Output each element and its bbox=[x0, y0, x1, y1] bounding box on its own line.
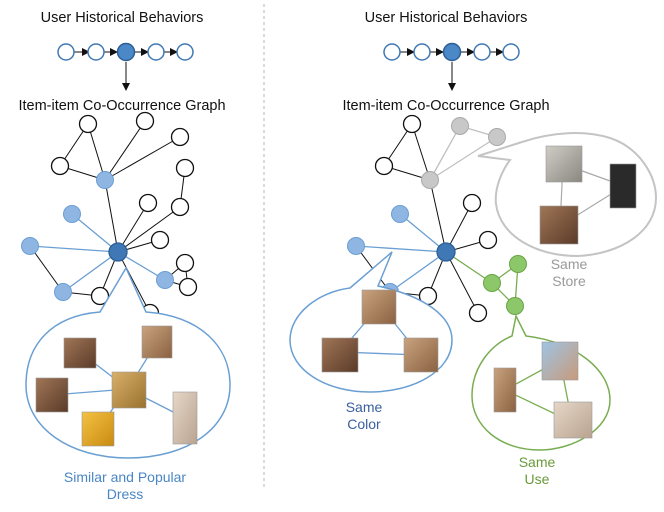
graph-node bbox=[178, 277, 198, 297]
graph-node-store bbox=[488, 128, 506, 146]
graph-node-highlight bbox=[96, 171, 114, 189]
use-item-thumbnail bbox=[553, 401, 593, 439]
behavior-node bbox=[176, 43, 194, 61]
dress-thumbnail bbox=[81, 411, 115, 447]
graph-node bbox=[135, 111, 155, 131]
behavior-node bbox=[87, 43, 105, 61]
graph-node-use bbox=[509, 255, 527, 273]
right-panel: User Historical Behaviors Item-item Co-O… bbox=[289, 10, 658, 487]
graph-node bbox=[150, 230, 170, 250]
graph-node bbox=[170, 127, 190, 147]
store-item-thumbnail bbox=[609, 163, 637, 209]
behavior-node-selected bbox=[442, 42, 462, 62]
use-label-line1: Same bbox=[519, 454, 556, 470]
graph-node bbox=[478, 230, 498, 250]
graph-node bbox=[175, 253, 195, 273]
dress-thumbnail bbox=[141, 325, 173, 359]
graph-node-color bbox=[347, 237, 365, 255]
left-behavior-sequence bbox=[57, 42, 194, 91]
graph-node-center bbox=[108, 242, 128, 262]
graph-node bbox=[402, 114, 422, 134]
behavior-node-selected bbox=[116, 42, 136, 62]
color-item-thumbnail bbox=[403, 337, 439, 373]
left-callout-thumbnails bbox=[35, 325, 198, 447]
left-panel: User Historical Behaviors Item-item Co-O… bbox=[18, 10, 231, 502]
behavior-node bbox=[473, 43, 491, 61]
use-label-line2: Use bbox=[525, 471, 550, 487]
left-graph-highlight-edges bbox=[29, 213, 166, 293]
use-item-thumbnail bbox=[541, 341, 579, 381]
dress-thumbnail bbox=[63, 337, 97, 369]
dress-thumbnail bbox=[172, 391, 198, 445]
graph-node bbox=[374, 156, 394, 176]
left-callout-label-line2: Dress bbox=[107, 486, 144, 502]
graph-node bbox=[175, 158, 195, 178]
graph-node bbox=[170, 197, 190, 217]
left-graph-nodes bbox=[21, 111, 198, 323]
graph-node-use bbox=[483, 274, 501, 292]
right-graph-title: Item-item Co-Occurrence Graph bbox=[342, 98, 549, 114]
color-item-thumbnail bbox=[321, 337, 359, 373]
color-label-line2: Color bbox=[347, 416, 381, 432]
graph-node bbox=[90, 286, 110, 306]
left-graph-title: Item-item Co-Occurrence Graph bbox=[18, 98, 225, 114]
store-label-line2: Store bbox=[552, 273, 586, 289]
right-heading: User Historical Behaviors bbox=[365, 10, 528, 26]
store-item-thumbnail bbox=[539, 205, 579, 245]
graph-node-color bbox=[391, 205, 409, 223]
left-heading: User Historical Behaviors bbox=[41, 10, 204, 26]
dress-thumbnail bbox=[35, 377, 69, 413]
graph-node-use bbox=[506, 297, 524, 315]
graph-node-center bbox=[436, 242, 456, 262]
graph-node-store bbox=[451, 117, 469, 135]
graph-node bbox=[50, 156, 70, 176]
graph-node-highlight bbox=[63, 205, 81, 223]
graph-node bbox=[138, 193, 158, 213]
behavior-node bbox=[502, 43, 520, 61]
dress-thumbnail bbox=[111, 371, 147, 409]
color-label-line1: Same bbox=[346, 399, 383, 415]
behavior-node bbox=[413, 43, 431, 61]
graph-node-highlight bbox=[54, 283, 72, 301]
color-callout-thumbnails bbox=[321, 289, 439, 373]
color-item-thumbnail bbox=[361, 289, 397, 325]
use-callout-thumbnails bbox=[493, 341, 593, 439]
behavior-node bbox=[57, 43, 75, 61]
graph-node bbox=[468, 303, 488, 323]
right-behavior-sequence bbox=[383, 42, 520, 91]
left-callout-label-line1: Similar and Popular bbox=[64, 469, 187, 485]
store-label-line1: Same bbox=[551, 256, 588, 272]
graph-node bbox=[78, 114, 98, 134]
use-edges bbox=[445, 251, 519, 307]
graph-node-store bbox=[421, 171, 439, 189]
color-edges bbox=[355, 213, 447, 293]
behavior-node bbox=[383, 43, 401, 61]
use-item-thumbnail bbox=[493, 367, 517, 413]
store-callout-thumbnails bbox=[539, 145, 637, 245]
graph-node-highlight bbox=[156, 271, 174, 289]
right-graph-nodes bbox=[347, 114, 527, 323]
graph-node bbox=[462, 193, 482, 213]
store-item-thumbnail bbox=[545, 145, 583, 183]
behavior-node bbox=[147, 43, 165, 61]
graph-node-highlight bbox=[21, 237, 39, 255]
